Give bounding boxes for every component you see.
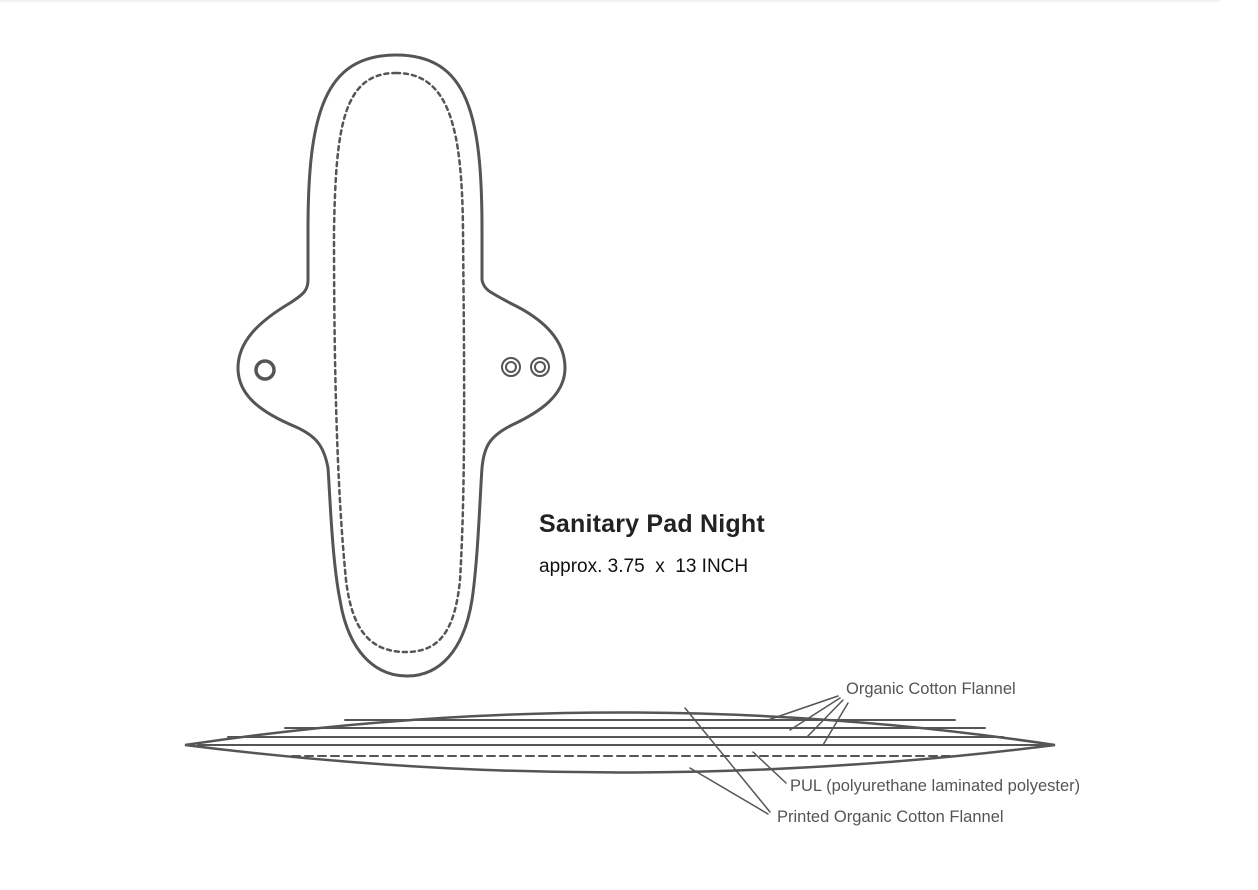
- label-organic-cotton-flannel: Organic Cotton Flannel: [846, 680, 1016, 698]
- snap-button-male-2: [530, 357, 550, 377]
- product-title: Sanitary Pad Night: [539, 510, 765, 538]
- label-pul: PUL (polyurethane laminated polyester): [790, 777, 1081, 795]
- pad-top-view: [236, 53, 567, 678]
- product-dimensions: approx. 3.75 x 13 INCH: [539, 556, 749, 577]
- stitch-line: [332, 71, 466, 654]
- snap-button-female: [254, 359, 276, 381]
- label-printed-organic-cotton-flannel: Printed Organic Cotton Flannel: [777, 808, 1004, 826]
- pad-cross-section: [184, 695, 1056, 815]
- printed-flannel-leader-lines: [684, 707, 771, 815]
- cross-section-outline: [184, 711, 1056, 774]
- snap-button-male-1: [501, 357, 521, 377]
- flannel-leader-lines: [767, 695, 849, 746]
- top-divider: [0, 0, 1220, 2]
- pul-leader-line: [752, 751, 787, 784]
- pad-outline: [236, 53, 567, 678]
